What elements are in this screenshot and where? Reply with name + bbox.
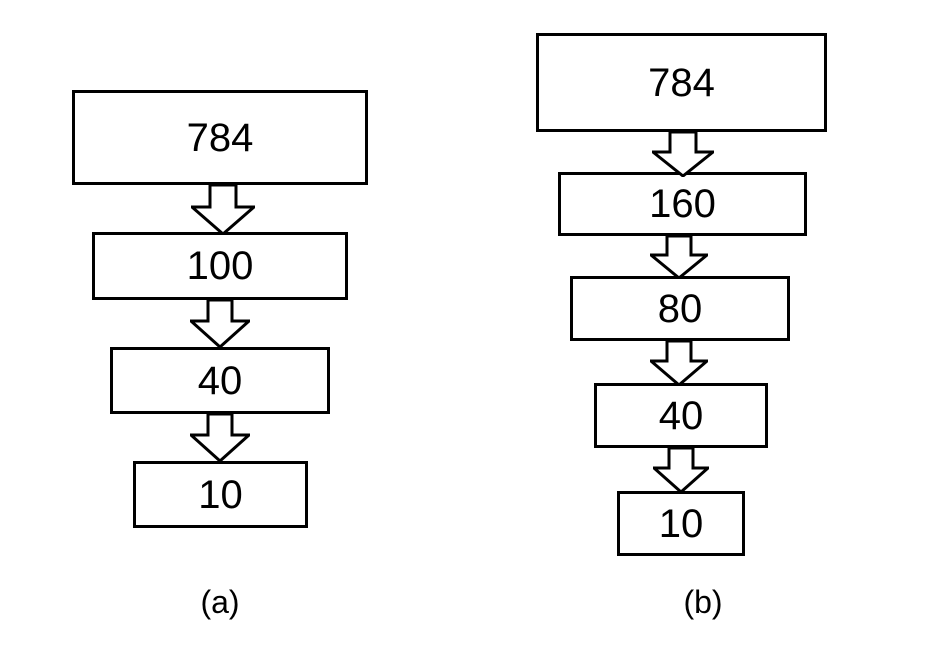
flow-arrow-a-3 [190, 414, 250, 462]
layer-box-a-40: 40 [110, 347, 330, 414]
layer-label: 784 [186, 115, 254, 160]
layer-label: 40 [197, 358, 243, 403]
layer-label: 10 [198, 472, 243, 517]
layer-box-a-10: 10 [133, 461, 308, 528]
layer-label: 40 [658, 393, 704, 438]
flow-arrow-b-1 [652, 132, 714, 177]
layer-box-a-100: 100 [92, 232, 348, 300]
layer-box-b-40: 40 [594, 383, 768, 448]
flow-arrow-b-3 [650, 341, 708, 386]
layer-box-a-784: 784 [72, 90, 368, 185]
flow-arrow-b-4 [653, 448, 709, 493]
panel-caption-a: (a) [200, 584, 240, 620]
layer-box-b-160: 160 [558, 172, 807, 236]
layer-label: 100 [186, 244, 254, 288]
panel-caption-b: (b) [683, 584, 723, 620]
layer-label: 160 [649, 182, 716, 226]
layer-box-b-10: 10 [617, 491, 745, 556]
flow-arrow-a-1 [191, 185, 255, 235]
layer-box-b-80: 80 [570, 276, 790, 341]
layer-label: 10 [658, 501, 704, 546]
flow-arrow-a-2 [190, 300, 250, 348]
layer-label: 80 [657, 286, 703, 331]
flow-arrow-b-2 [650, 236, 708, 279]
layer-label: 784 [648, 60, 715, 105]
layer-box-b-784: 784 [536, 33, 827, 132]
